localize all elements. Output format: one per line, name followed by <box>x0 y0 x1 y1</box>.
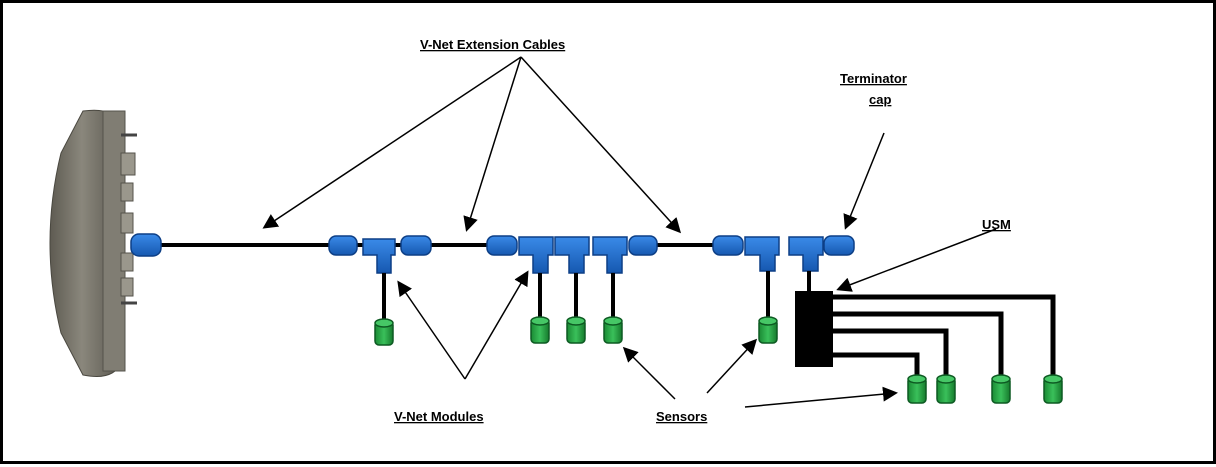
hub-device <box>49 109 137 377</box>
arrow-sensor-3 <box>744 386 898 408</box>
connector <box>400 235 432 256</box>
inline-connectors <box>130 233 855 257</box>
arrow-cable-1 <box>262 56 522 229</box>
vnet-module <box>554 236 590 274</box>
label-terminator-line2: cap <box>869 92 891 107</box>
sensor <box>374 318 394 346</box>
sensor <box>530 316 550 344</box>
arrow-module-1 <box>397 280 466 380</box>
arrow-terminator <box>843 132 885 230</box>
connector <box>486 235 518 256</box>
arrow-cable-3 <box>520 56 682 234</box>
label-modules: V-Net Modules <box>394 409 484 424</box>
vnet-modules <box>362 236 824 274</box>
sensor <box>991 374 1011 404</box>
arrow-module-2 <box>464 270 529 380</box>
callout-arrows <box>262 56 997 408</box>
usm-cable <box>833 352 920 381</box>
arrow-cable-2 <box>463 56 522 232</box>
sensor <box>758 316 778 344</box>
connector <box>712 235 744 256</box>
usm-cable <box>833 328 949 381</box>
vnet-module <box>518 236 554 274</box>
label-usm: USM <box>982 217 1011 232</box>
label-terminator-line1: Terminator <box>840 71 907 86</box>
terminator-cap <box>823 235 855 256</box>
usm-box <box>795 291 833 367</box>
sensor <box>936 374 956 404</box>
connector <box>628 235 658 256</box>
sensor <box>603 316 623 344</box>
drop-cables <box>382 271 811 321</box>
vnet-module <box>592 236 628 274</box>
vnet-module <box>788 236 824 272</box>
vnet-module <box>744 236 780 272</box>
arrow-usm <box>836 228 997 292</box>
vnet-module <box>362 238 396 274</box>
usm-cable <box>833 294 1056 381</box>
sensors <box>374 316 1063 404</box>
label-sensors: Sensors <box>656 409 707 424</box>
label-extension-cables: V-Net Extension Cables <box>420 37 565 52</box>
usm-unit <box>795 291 1056 381</box>
usm-cable <box>833 311 1004 381</box>
sensor <box>1043 374 1063 404</box>
connector <box>130 233 162 257</box>
vnet-diagram: V-Net Extension Cables Terminator cap US… <box>49 37 1063 424</box>
arrow-sensor-1 <box>622 346 676 400</box>
connector <box>328 235 358 256</box>
arrow-sensor-2 <box>706 338 758 394</box>
sensor <box>907 374 927 404</box>
sensor <box>566 316 586 344</box>
